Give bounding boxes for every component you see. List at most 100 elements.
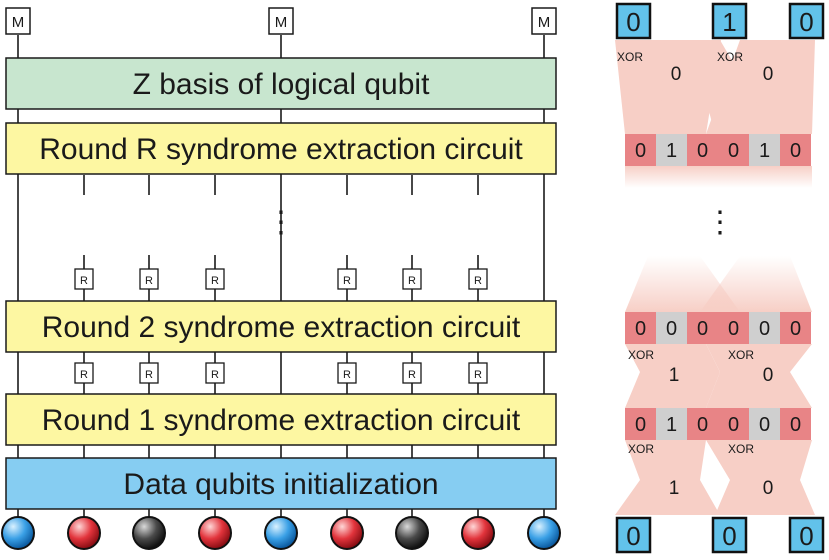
syndrome-cell: 0 (656, 312, 687, 344)
qubit-blue (527, 516, 561, 550)
reset-box: R (337, 268, 357, 290)
xor-label: XOR (628, 348, 654, 362)
round-2-block: Round 2 syndrome extraction circuit (5, 300, 557, 353)
round-1-block: Round 1 syndrome extraction circuit (5, 393, 557, 446)
init-block: Data qubits initialization (5, 457, 557, 510)
syndrome-cell: 1 (656, 408, 687, 440)
reset-box: R (139, 362, 159, 384)
measurement-box: M (268, 7, 294, 35)
measured-cell: 0 (615, 516, 652, 554)
svg-text:0: 0 (799, 521, 813, 551)
qubit-red (198, 516, 232, 550)
syndrome-cell: 0 (780, 312, 811, 344)
reset-box: R (468, 268, 488, 290)
reset-box: R (402, 268, 422, 290)
syndrome-cell: 0 (780, 408, 811, 440)
band (760, 40, 815, 134)
parity-value: 1 (669, 365, 680, 386)
syndrome-cell: 0 (687, 408, 718, 440)
svg-text:0: 0 (790, 414, 801, 436)
qubit-row (1, 516, 561, 550)
syndrome-cell: 0 (625, 134, 656, 166)
parity-value: 1 (669, 478, 680, 499)
reset-box: R (402, 362, 422, 384)
svg-text:0: 0 (722, 521, 736, 551)
svg-text:0: 0 (697, 140, 708, 162)
reset-box: R (337, 362, 357, 384)
svg-text:0: 0 (759, 318, 770, 340)
syndrome-cell: 0 (749, 408, 780, 440)
syndrome-cell: 0 (718, 408, 749, 440)
xor-label: XOR (628, 442, 654, 456)
init-label: Data qubits initialization (123, 468, 438, 501)
svg-text:R: R (343, 369, 351, 381)
measurement-box: M (531, 7, 557, 35)
svg-text:R: R (408, 275, 416, 287)
parity-value: 0 (763, 64, 774, 85)
svg-text:R: R (408, 369, 416, 381)
qubit-red (461, 516, 495, 550)
reset-row-upper: R R R R R R (74, 268, 488, 290)
svg-text:M: M (275, 14, 288, 31)
reset-box: R (74, 268, 94, 290)
parity-values: 0 0 1 0 1 0 (669, 64, 774, 499)
qubit-red (67, 516, 101, 550)
svg-text:1: 1 (759, 140, 770, 162)
syndrome-cell: 0 (718, 134, 749, 166)
circuit-panel: M M M Z basis of logical qubit Round R s… (1, 7, 561, 550)
measured-cell: 0 (711, 516, 748, 554)
syndrome-cell: 0 (749, 312, 780, 344)
measured-cell: 0 (788, 516, 825, 554)
svg-text:0: 0 (635, 318, 646, 340)
syndrome-cell: 0 (625, 408, 656, 440)
svg-text:R: R (145, 275, 153, 287)
right-ellipsis: ⋮ (705, 206, 735, 239)
svg-text:R: R (80, 275, 88, 287)
syndrome-cell: 0 (625, 312, 656, 344)
svg-text:R: R (211, 369, 219, 381)
band (706, 344, 812, 408)
svg-text:0: 0 (626, 7, 640, 37)
svg-text:M: M (12, 14, 25, 31)
parity-value: 0 (763, 365, 774, 386)
measured-cell: 0 (788, 2, 825, 40)
pink-bands (615, 40, 815, 515)
xor-label: XOR (717, 50, 743, 64)
syndrome-cell: 1 (656, 134, 687, 166)
svg-text:R: R (474, 369, 482, 381)
svg-text:R: R (211, 275, 219, 287)
svg-text:0: 0 (626, 521, 640, 551)
svg-text:0: 0 (799, 7, 813, 37)
left-ellipsis: ⋮ (266, 206, 296, 239)
reset-box: R (74, 362, 94, 384)
svg-text:0: 0 (759, 414, 770, 436)
syndrome-cell: 0 (687, 134, 718, 166)
bottom-cells: 0 0 0 (615, 516, 825, 554)
measured-cell: 0 (615, 2, 652, 40)
parity-value: 0 (671, 64, 682, 85)
svg-text:0: 0 (728, 318, 739, 340)
svg-text:0: 0 (666, 318, 677, 340)
qubit-black (132, 516, 166, 550)
z-basis-block: Z basis of logical qubit (5, 57, 557, 110)
reset-box: R (205, 268, 225, 290)
round-2-label: Round 2 syndrome extraction circuit (42, 311, 521, 344)
band (625, 344, 720, 408)
svg-text:1: 1 (666, 140, 677, 162)
svg-text:R: R (80, 369, 88, 381)
svg-text:R: R (145, 369, 153, 381)
band (706, 440, 815, 515)
reset-box: R (468, 362, 488, 384)
svg-text:0: 0 (697, 318, 708, 340)
reset-box: R (205, 362, 225, 384)
round-r-label: Round R syndrome extraction circuit (39, 133, 523, 166)
reset-row-lower: R R R R R R (74, 362, 488, 384)
round-1-label: Round 1 syndrome extraction circuit (42, 404, 521, 437)
syndrome-cell: 0 (687, 312, 718, 344)
measurement-box: M (5, 7, 31, 35)
